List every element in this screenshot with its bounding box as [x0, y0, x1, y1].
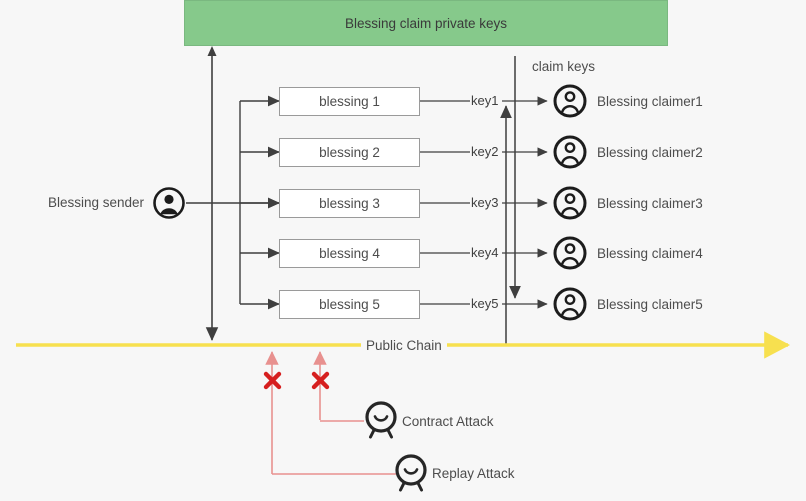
blessing-box: blessing 2 — [279, 138, 420, 167]
person-filled-icon — [153, 187, 185, 219]
blocked-cross-icon — [311, 371, 330, 390]
person-outline-icon — [553, 135, 587, 169]
claim-keys-label: claim keys — [532, 59, 596, 74]
key-label: key3 — [470, 195, 500, 210]
blocked-cross-icon — [263, 371, 282, 390]
blessing-claim-private-keys-label: Blessing claim private keys — [344, 15, 508, 31]
blessing-box-label: blessing 5 — [319, 297, 380, 312]
key-label: key5 — [470, 296, 500, 311]
person-outline-icon — [553, 84, 587, 118]
claimer-label: Blessing claimer3 — [597, 196, 703, 211]
blessing-box-label: blessing 3 — [319, 196, 380, 211]
public-chain-label: Public Chain — [361, 338, 447, 353]
blessing-claim-private-keys-box: Blessing claim private keys — [184, 0, 668, 46]
blessing-box: blessing 5 — [279, 290, 420, 319]
blessing-box-label: blessing 1 — [319, 94, 380, 109]
chain-link-double-arrow — [205, 46, 219, 341]
blessing-box-label: blessing 2 — [319, 145, 380, 160]
key-label: key2 — [470, 144, 500, 159]
claimer-label: Blessing claimer5 — [597, 297, 703, 312]
robot-attack-icon — [365, 401, 397, 439]
replay-attack-connector — [265, 351, 396, 475]
contract-attack-connector — [313, 351, 364, 422]
claimer-label: Blessing claimer2 — [597, 145, 703, 160]
key-label: key1 — [470, 93, 500, 108]
person-outline-icon — [553, 186, 587, 220]
bus-branch-lines — [240, 95, 280, 310]
blessing-sender-label: Blessing sender — [48, 195, 145, 210]
claimer-label: Blessing claimer1 — [597, 94, 703, 109]
blessing-box: blessing 3 — [279, 189, 420, 218]
blessing-box: blessing 4 — [279, 239, 420, 268]
blessing-box: blessing 1 — [279, 87, 420, 116]
person-outline-icon — [553, 236, 587, 270]
robot-attack-icon — [395, 454, 427, 492]
attack-label: Replay Attack — [432, 466, 515, 481]
person-outline-icon — [553, 287, 587, 321]
blessing-box-label: blessing 4 — [319, 246, 380, 261]
key-label: key4 — [470, 245, 500, 260]
claimer-label: Blessing claimer4 — [597, 246, 703, 261]
attack-label: Contract Attack — [402, 414, 494, 429]
key-delivery-lines — [420, 96, 548, 309]
claimer-icons-group — [553, 84, 587, 321]
